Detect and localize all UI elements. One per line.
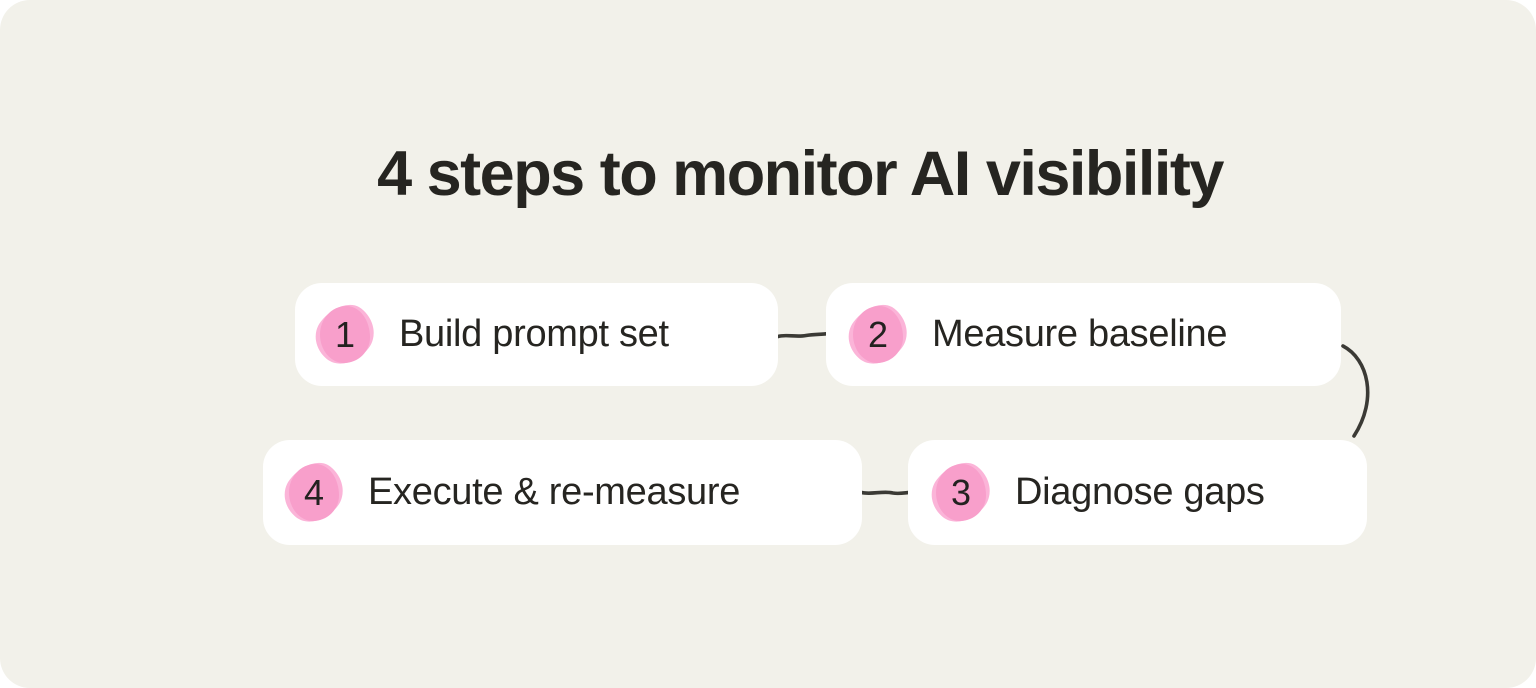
- connector-step1-step2: [776, 332, 828, 339]
- step-2-paint-blob-icon: 2: [853, 306, 903, 363]
- step-2-label: Measure baseline: [932, 313, 1228, 355]
- step-1-label: Build prompt set: [399, 313, 669, 355]
- connector-step4-step3: [859, 490, 910, 496]
- step-1-paint-blob-icon: 1: [320, 306, 370, 363]
- step-3-label: Diagnose gaps: [1015, 471, 1265, 513]
- step-4-label: Execute & re-measure: [368, 471, 741, 513]
- page-title: 4 steps to monitor AI visibility: [377, 139, 1224, 209]
- step-1-number: 1: [334, 313, 356, 355]
- step-2-number: 2: [867, 313, 889, 355]
- step-card-3: 3 Diagnose gaps: [908, 440, 1367, 545]
- step-card-4: 4 Execute & re-measure: [263, 440, 862, 545]
- step-card-1: 1 Build prompt set: [295, 283, 778, 386]
- connector-step2-step3: [1341, 344, 1370, 438]
- step-4-paint-blob-icon: 4: [289, 464, 339, 521]
- step-3-number: 3: [950, 471, 972, 513]
- step-card-2: 2 Measure baseline: [826, 283, 1341, 386]
- step-3-paint-blob-icon: 3: [936, 464, 986, 521]
- step-4-number: 4: [303, 471, 325, 513]
